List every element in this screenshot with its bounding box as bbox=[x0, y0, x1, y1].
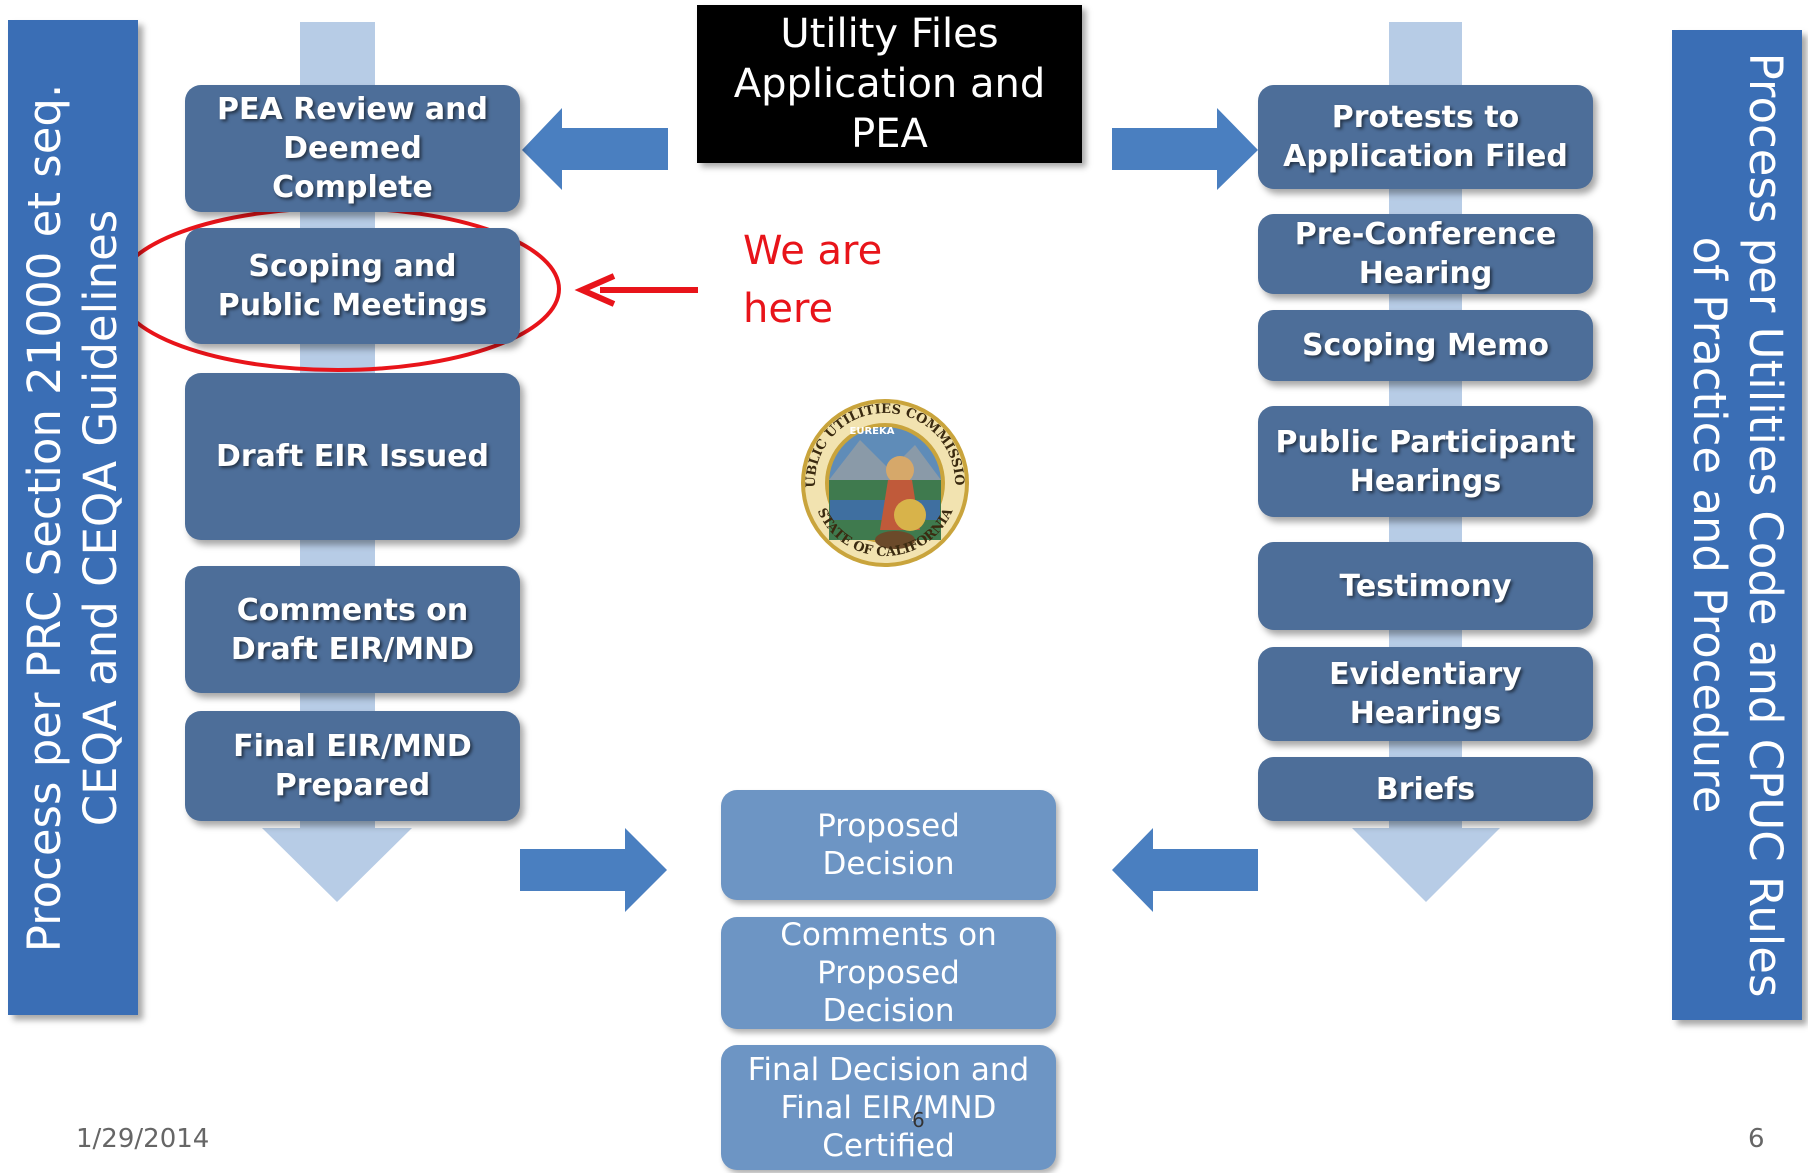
step-comments-draft-eir: Comments on Draft EIR/MND bbox=[185, 566, 520, 693]
step-evidentiary-hearings: Evidentiary Hearings bbox=[1258, 647, 1593, 741]
step-briefs: Briefs bbox=[1258, 757, 1593, 821]
step-comments-proposed-decision: Comments on Proposed Decision bbox=[721, 917, 1056, 1029]
step-label: Scoping Memo bbox=[1301, 328, 1550, 363]
step-label: Final Decision and Final EIR/MND Certifi… bbox=[747, 1051, 1030, 1164]
step-label: Comments on Proposed Decision bbox=[780, 917, 997, 1029]
step-label: Final EIR/MND Prepared bbox=[233, 729, 472, 803]
seal-motto: EUREKA bbox=[850, 426, 895, 437]
cpuc-process-sidebar: Process per Utilities Code and CPUC Rule… bbox=[1672, 30, 1802, 1020]
step-label: Scoping and Public Meetings bbox=[217, 249, 488, 323]
step-draft-eir-issued: Draft EIR Issued bbox=[185, 373, 520, 540]
utility-files-title: Utility Files Application and PEA bbox=[697, 5, 1082, 163]
step-testimony: Testimony bbox=[1258, 542, 1593, 630]
callout-arrow bbox=[574, 273, 698, 307]
step-label: Proposed Decision bbox=[817, 808, 960, 882]
step-label: Protests to Application Filed bbox=[1283, 100, 1568, 174]
step-protests-filed: Protests to Application Filed bbox=[1258, 85, 1593, 189]
footer-page-number: 6 bbox=[1748, 1124, 1765, 1154]
ceqa-process-sidebar: Process per PRC Section 21000 et seq. CE… bbox=[8, 20, 138, 1015]
step-pre-conference-hearing: Pre-Conference Hearing bbox=[1258, 214, 1593, 294]
step-proposed-decision: Proposed Decision bbox=[721, 790, 1056, 900]
step-label: Briefs bbox=[1375, 771, 1476, 807]
step-label: Draft EIR Issued bbox=[215, 439, 490, 474]
step-label: PEA Review and Deemed Complete bbox=[216, 92, 488, 205]
step-final-eir-prepared: Final EIR/MND Prepared bbox=[185, 711, 520, 821]
step-label: Public Participant Hearings bbox=[1275, 424, 1576, 499]
step-scoping-public-meetings: Scoping and Public Meetings bbox=[185, 228, 520, 344]
step-label: Pre-Conference Hearing bbox=[1294, 217, 1557, 291]
footer-date: 1/29/2014 bbox=[76, 1124, 210, 1154]
step-pea-review: PEA Review and Deemed Complete bbox=[185, 85, 520, 212]
step-public-participant-hearings: Public Participant Hearings bbox=[1258, 406, 1593, 517]
step-label: Comments on Draft EIR/MND bbox=[230, 592, 475, 667]
arrow-title-to-cpuc bbox=[1112, 108, 1258, 190]
step-label: Evidentiary Hearings bbox=[1329, 657, 1522, 731]
footer-page-center: 6 bbox=[912, 1108, 925, 1132]
step-label: Testimony bbox=[1339, 568, 1512, 604]
arrow-title-to-ceqa bbox=[522, 108, 668, 190]
arrow-ceqa-to-decision bbox=[520, 828, 667, 912]
step-final-decision-certified: Final Decision and Final EIR/MND Certifi… bbox=[721, 1045, 1056, 1170]
title-text: Utility Files Application and PEA bbox=[733, 11, 1046, 157]
ceqa-sidebar-label: Process per PRC Section 21000 et seq. CE… bbox=[18, 83, 127, 952]
we-are-here-callout: We are here bbox=[743, 228, 883, 332]
arrow-cpuc-to-decision bbox=[1112, 828, 1258, 912]
step-scoping-memo: Scoping Memo bbox=[1258, 310, 1593, 381]
cpuc-sidebar-label: Process per Utilities Code and CPUC Rule… bbox=[1683, 52, 1792, 998]
